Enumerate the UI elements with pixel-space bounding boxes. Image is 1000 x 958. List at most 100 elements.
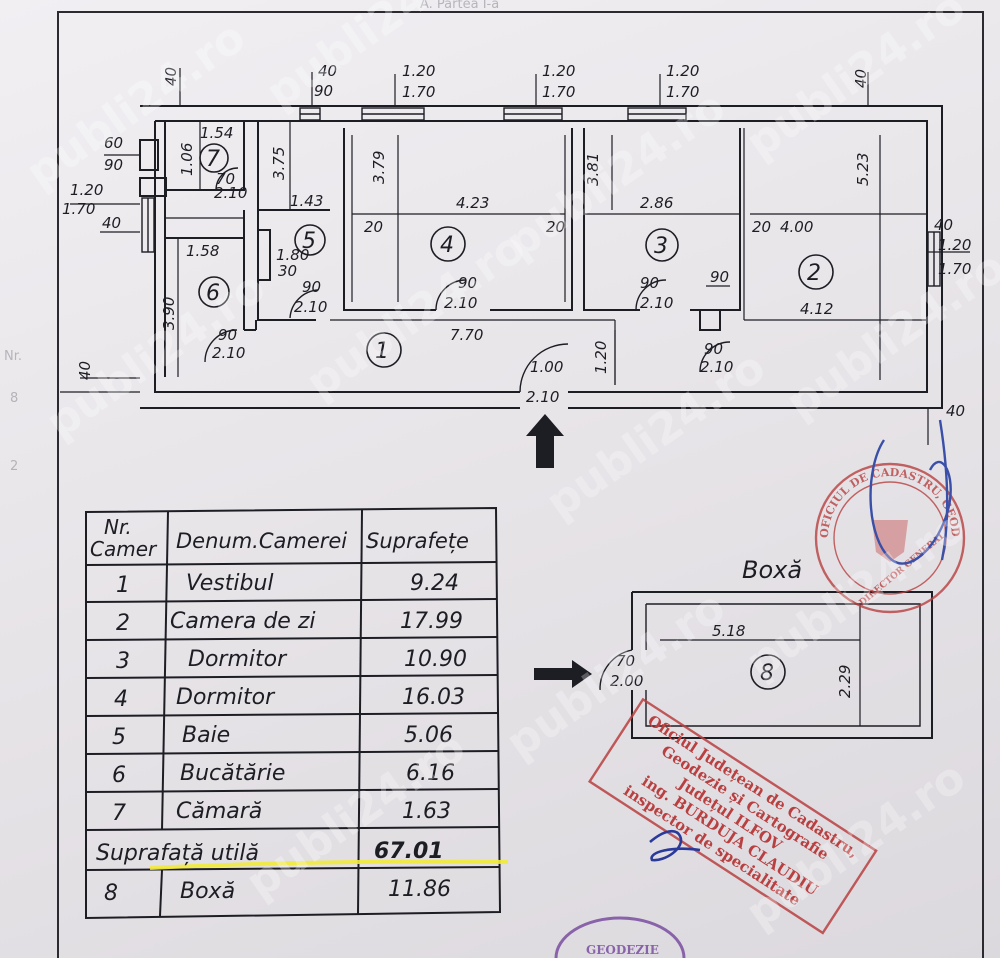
dim-label: 40 xyxy=(852,69,870,88)
dim-label: 7.70 xyxy=(450,326,483,344)
dim-label: 1.43 xyxy=(290,192,323,210)
table-cell-area: 10.90 xyxy=(404,647,467,672)
entry-arrow-icon xyxy=(526,414,564,468)
dim-label: 90 xyxy=(704,340,723,358)
apartment-plan xyxy=(60,68,970,468)
room-number: 3 xyxy=(654,234,668,259)
dim-label: 2.10 xyxy=(640,294,673,312)
dim-label: 1.70 xyxy=(938,260,971,278)
table-cell-area: 1.63 xyxy=(402,799,451,824)
util-area-value: 67.01 xyxy=(374,839,444,864)
bottom-stamp: GEODEZIE xyxy=(554,916,686,958)
svg-text:publi24.ro: publi24.ro xyxy=(257,0,495,119)
util-area-label: Suprafață utilă xyxy=(96,841,259,866)
dim-label: 2.86 xyxy=(640,194,673,212)
wall-room2 xyxy=(743,128,927,321)
dim-label: 3.79 xyxy=(370,151,388,184)
area-table xyxy=(85,506,502,920)
dim-label: 60 xyxy=(104,134,123,152)
dim-label: 70 xyxy=(216,170,235,188)
table-cell-name: Baie xyxy=(182,723,230,748)
dim-label: 5.18 xyxy=(712,622,745,640)
document-frame xyxy=(57,11,984,958)
room-number: 4 xyxy=(440,233,454,258)
svg-text:publi24.ro: publi24.ro xyxy=(497,81,735,269)
dim-label: 40 xyxy=(76,361,94,380)
hall-wall xyxy=(244,310,721,331)
ghost-row-marker: 2 xyxy=(10,459,18,474)
dim-label: 3.90 xyxy=(160,297,178,330)
dim-label: 1.58 xyxy=(186,242,219,260)
dim-label: 1.70 xyxy=(402,83,435,101)
leader-lines xyxy=(60,68,970,445)
table-cell-nr: 6 xyxy=(112,763,126,788)
room-number: 5 xyxy=(302,229,316,254)
dim-label: 2.10 xyxy=(444,294,477,312)
bottom-stamp-text: GEODEZIE xyxy=(586,943,659,957)
table-cell-nr: 1 xyxy=(116,573,130,598)
dim-label: 1.54 xyxy=(200,124,233,142)
dim-label: 1.20 xyxy=(70,181,103,199)
dim-label: 90 xyxy=(218,326,237,344)
dim-label: 1.20 xyxy=(402,62,435,80)
ghost-row-marker: 8 xyxy=(10,391,18,406)
dim-label: 2.10 xyxy=(212,344,245,362)
wall-room7 xyxy=(164,121,245,377)
table-header-nr: Camer xyxy=(90,537,158,561)
ghost-top-title: A. Partea I-a xyxy=(420,0,499,12)
table-cell-area: 6.16 xyxy=(406,761,455,786)
dim-label: 1.20 xyxy=(592,341,610,374)
bath-fixture xyxy=(257,229,271,281)
dim-label: 30 xyxy=(278,262,297,280)
wall-niche xyxy=(139,177,167,197)
wall-room4 xyxy=(343,128,573,311)
room-number: 2 xyxy=(807,261,821,286)
dim-label: 90 xyxy=(640,274,659,292)
dim-label: 4.23 xyxy=(456,194,489,212)
table-cell-nr: 4 xyxy=(114,687,128,712)
dim-label: 40 xyxy=(934,216,953,234)
dim-label: 90 xyxy=(314,82,333,100)
dim-label: 1.20 xyxy=(666,62,699,80)
dim-label: 2.10 xyxy=(526,388,559,406)
table-cell-area: 11.86 xyxy=(388,877,451,902)
dim-label: 2.00 xyxy=(610,672,643,690)
svg-text:publi24.ro: publi24.ro xyxy=(737,0,975,169)
table-cell-nr: 5 xyxy=(112,725,126,750)
dim-label: 90 xyxy=(302,278,321,296)
dim-label: 2.10 xyxy=(214,184,247,202)
table-cell-nr: 3 xyxy=(116,649,130,674)
dim-label: 2.29 xyxy=(836,665,854,698)
dim-label: 4.00 xyxy=(780,218,813,236)
dim-label: 1.70 xyxy=(542,83,575,101)
table-rows: 1 Vestibul 9.24 2 Camera de zi 17.99 3 D… xyxy=(96,571,467,906)
dim-label: 20 xyxy=(364,218,383,236)
table-cell-nr: 8 xyxy=(104,881,118,906)
dim-label: 4.12 xyxy=(800,300,833,318)
dim-label: 90 xyxy=(104,156,123,174)
outer-wall xyxy=(140,105,943,409)
dim-label: 3.81 xyxy=(584,153,602,186)
dim-label: 2.10 xyxy=(294,298,327,316)
table-cell-name: Vestibul xyxy=(186,571,274,596)
table-cell-name: Bucătărie xyxy=(180,761,285,786)
room-number: 6 xyxy=(206,281,220,306)
table-header-nr: Nr. xyxy=(104,515,132,539)
svg-text:publi24.ro: publi24.ro xyxy=(537,341,775,529)
room-markers xyxy=(198,143,834,690)
dimension-lines xyxy=(165,121,927,385)
svg-text:publi24.ro: publi24.ro xyxy=(297,221,535,409)
table-cell-area: 16.03 xyxy=(402,685,465,710)
dim-label: 90 xyxy=(710,268,729,286)
window-marks xyxy=(141,107,941,287)
dim-label: 1.06 xyxy=(178,143,196,176)
table-cell-nr: 2 xyxy=(116,611,130,636)
room-number: 8 xyxy=(760,661,774,686)
room-number: 7 xyxy=(206,147,220,172)
dim-label: 1.70 xyxy=(62,200,95,218)
table-cell-nr: 7 xyxy=(112,801,126,826)
wall-room3 xyxy=(583,128,741,311)
dim-label: 20 xyxy=(546,218,565,236)
signature xyxy=(649,829,701,862)
